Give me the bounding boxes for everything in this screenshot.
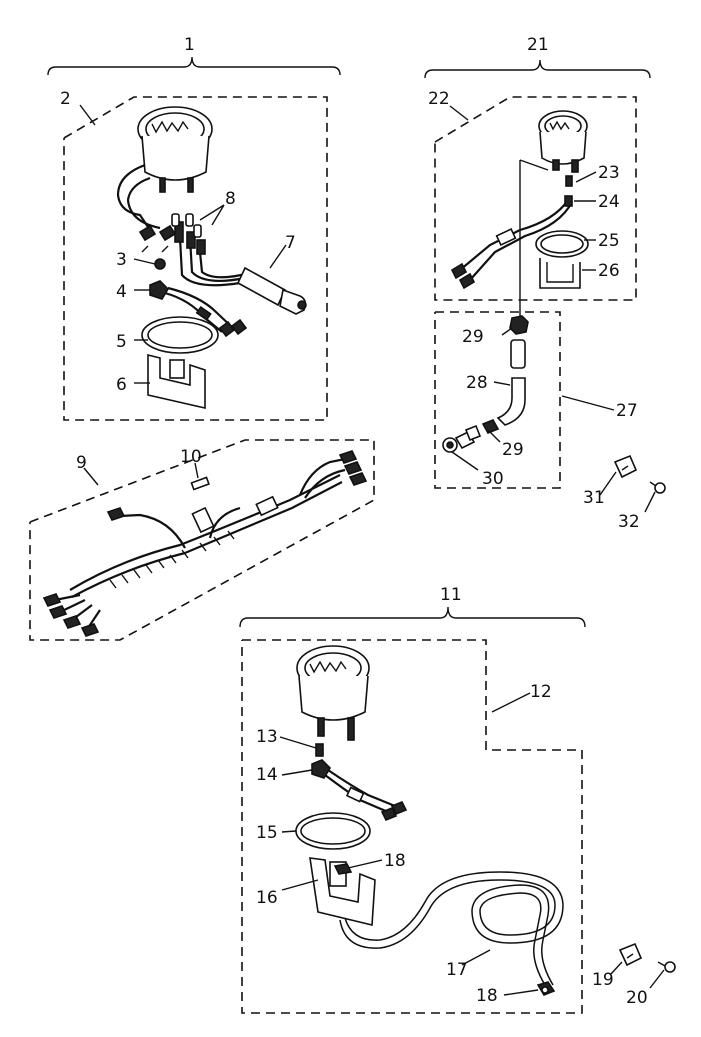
part-13-nut	[315, 743, 324, 757]
part-29b-fitting	[481, 418, 500, 435]
part-7-harness	[174, 221, 307, 315]
kit-27-box	[434, 311, 561, 489]
label-18-upper: 18	[384, 851, 406, 871]
label-14: 14	[256, 765, 278, 785]
part-32-screw	[649, 481, 666, 494]
label-7: 7	[285, 233, 296, 253]
kit-12-box	[241, 639, 583, 1014]
gauge-2-assembly	[116, 106, 213, 253]
label-32: 32	[618, 512, 640, 532]
part-4-sender	[149, 280, 248, 338]
group-1-bracket	[47, 56, 341, 76]
label-24: 24	[598, 192, 620, 212]
part-18b-clip	[536, 981, 556, 996]
label-9: 9	[76, 453, 87, 473]
label-5: 5	[116, 332, 127, 352]
part-30-fitting	[442, 424, 482, 453]
label-22: 22	[428, 89, 450, 109]
label-21: 21	[527, 35, 549, 55]
part-9-harness	[42, 450, 368, 637]
pitot-line	[519, 159, 549, 318]
part-17-hose	[339, 871, 564, 986]
label-26: 26	[598, 261, 620, 281]
kit-2-box	[63, 96, 328, 421]
leader-lines	[79, 104, 665, 996]
part-20-screw	[657, 961, 676, 973]
part-14-sender	[311, 759, 408, 822]
part-29a-nut	[509, 315, 529, 335]
label-20: 20	[626, 988, 648, 1008]
label-18-lower: 18	[476, 986, 498, 1006]
label-28: 28	[466, 373, 488, 393]
label-2: 2	[60, 89, 71, 109]
harness-9-box	[29, 439, 375, 641]
label-29-upper: 29	[462, 327, 484, 347]
label-6: 6	[116, 375, 127, 395]
label-4: 4	[116, 282, 127, 302]
label-12: 12	[530, 682, 552, 702]
part-23-nut	[565, 175, 573, 187]
label-27: 27	[616, 401, 638, 421]
label-19: 19	[592, 970, 614, 990]
part-6-bracket	[147, 353, 206, 410]
part-labels: 1 2 3 4 5 6 7 8 9 10 11 12 13 14 15 16 1…	[60, 35, 648, 1008]
label-31: 31	[583, 488, 605, 508]
part-3-nut	[154, 258, 166, 270]
label-25: 25	[598, 231, 620, 251]
label-23: 23	[598, 163, 620, 183]
label-1: 1	[184, 35, 195, 55]
part-15-ring	[295, 812, 371, 850]
gauge-22-assembly	[538, 110, 588, 173]
label-17: 17	[446, 960, 468, 980]
label-10: 10	[180, 447, 202, 467]
part-28-hose	[496, 339, 526, 426]
part-31-clip	[613, 454, 638, 479]
part-19-clip	[618, 942, 643, 967]
label-29-lower: 29	[502, 440, 524, 460]
label-8: 8	[225, 189, 236, 209]
label-13: 13	[256, 727, 278, 747]
label-16: 16	[256, 888, 278, 908]
group-11-bracket	[239, 606, 586, 628]
group-21-bracket	[424, 59, 651, 79]
part-26-bracket	[539, 258, 581, 289]
label-30: 30	[482, 469, 504, 489]
label-3: 3	[116, 250, 127, 270]
part-5-ring	[141, 316, 219, 354]
gauge-12-assembly	[296, 645, 370, 741]
part-8-pins	[171, 213, 202, 238]
label-15: 15	[256, 823, 278, 843]
part-18a-clip	[333, 863, 353, 875]
part-10-pin	[190, 476, 210, 491]
label-11: 11	[440, 585, 462, 605]
part-25-ring	[535, 230, 589, 258]
